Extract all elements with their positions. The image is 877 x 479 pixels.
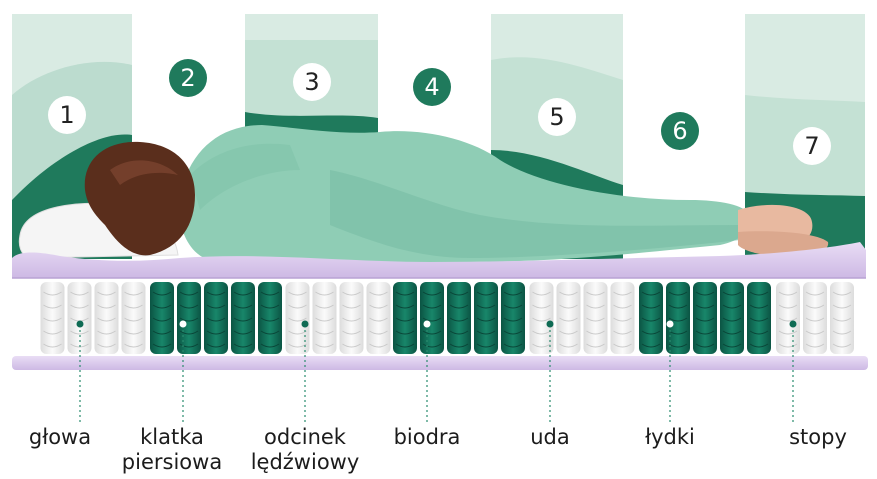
- zone-badge-1: 1: [48, 96, 86, 134]
- zone-label-line: piersiowa: [122, 450, 222, 475]
- zone-label-3: odcineklędźwiowy: [251, 425, 360, 475]
- zone-marker-dot-7: [790, 321, 797, 328]
- zone-label-line: odcinek: [251, 425, 360, 450]
- zone-badge-number: 3: [304, 68, 319, 96]
- zone-marker-dot-3: [302, 321, 309, 328]
- coil-segment-zone-4: [393, 282, 525, 354]
- zone-label-line: łydki: [645, 425, 695, 450]
- zone-label-5: uda: [530, 425, 570, 450]
- zone-label-line: stopy: [789, 425, 847, 450]
- zone-badge-number: 1: [59, 101, 74, 129]
- mattress-base: [12, 356, 868, 370]
- zone-badge-3: 3: [293, 63, 331, 101]
- coil-segment-zone-6: [639, 282, 771, 354]
- coil-segment-zone-2: [150, 282, 282, 354]
- zone-marker-dot-2: [180, 321, 187, 328]
- zone-badge-5: 5: [538, 98, 576, 136]
- coil-segment-zone-3: [286, 282, 391, 354]
- zone-marker-dot-4: [424, 321, 431, 328]
- zone-label-line: głowa: [29, 425, 91, 450]
- coil-segment-zone-1: [41, 282, 146, 354]
- coil-segment-zone-7: [776, 282, 854, 354]
- zone-label-line: biodra: [394, 425, 461, 450]
- zone-marker-dot-5: [547, 321, 554, 328]
- zone-marker-dot-6: [667, 321, 674, 328]
- zone-marker-dot-1: [77, 321, 84, 328]
- zone-badge-number: 5: [549, 103, 564, 131]
- zone-badge-number: 4: [424, 73, 439, 101]
- zone-badge-6: 6: [661, 112, 699, 150]
- zone-label-1: głowa: [29, 425, 91, 450]
- zone-label-line: uda: [530, 425, 570, 450]
- zone-label-4: biodra: [394, 425, 461, 450]
- pocket-spring-coils: [41, 282, 855, 354]
- zone-badge-number: 7: [804, 132, 819, 160]
- zone-badge-7: 7: [793, 127, 831, 165]
- zone-badge-number: 6: [672, 117, 687, 145]
- zone-label-line: lędźwiowy: [251, 450, 360, 475]
- coil-segment-zone-5: [530, 282, 635, 354]
- zone-label-7: stopy: [789, 425, 847, 450]
- zone-badge-4: 4: [413, 68, 451, 106]
- zone-label-line: klatka: [122, 425, 222, 450]
- zone-badge-2: 2: [169, 59, 207, 97]
- zone-badge-number: 2: [180, 64, 195, 92]
- zone-label-6: łydki: [645, 425, 695, 450]
